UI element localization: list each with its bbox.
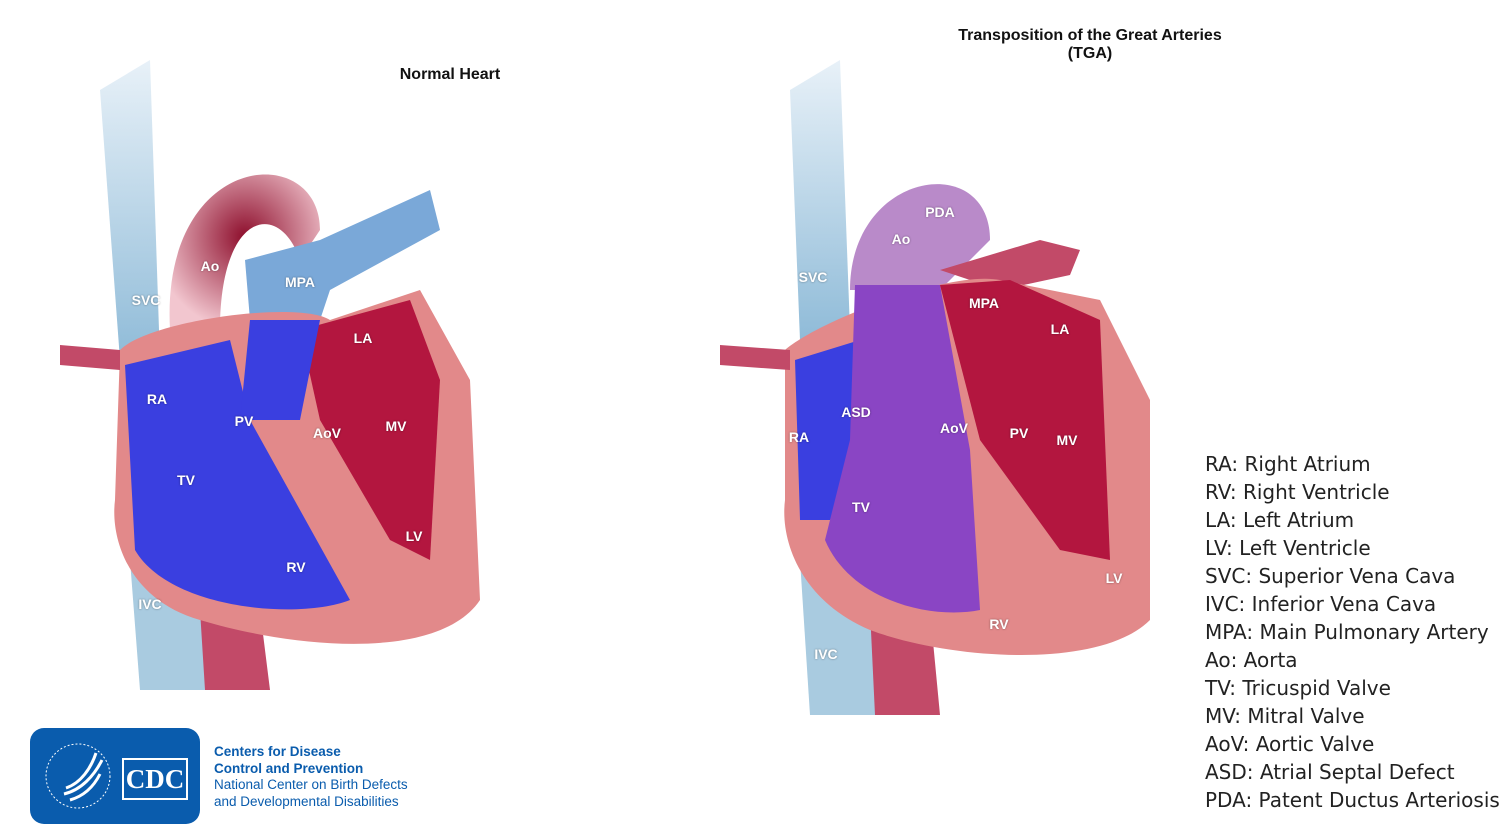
tga-title-line2: (TGA) bbox=[1067, 45, 1113, 62]
legend-item: ASD: Atrial Septal Defect bbox=[1205, 760, 1455, 784]
legend-item: PDA: Patent Ductus Arteriosis bbox=[1205, 788, 1500, 812]
legend-item: RV: Right Ventricle bbox=[1205, 480, 1390, 504]
cdc-logo: CDC bbox=[30, 728, 200, 824]
tga-label-rv: RV bbox=[989, 616, 1009, 632]
tga-label-mv: MV bbox=[1056, 432, 1078, 448]
tga-label-pv: PV bbox=[1009, 425, 1029, 441]
tga-heart-illustration bbox=[720, 60, 1150, 715]
normal-label-lv: LV bbox=[405, 528, 423, 544]
normal-label-mpa: MPA bbox=[284, 274, 316, 290]
normal-label-ra: RA bbox=[146, 391, 168, 407]
tga-heart-title: Transposition of the Great Arteries (TGA… bbox=[930, 27, 1250, 63]
tga-label-aov: AoV bbox=[940, 420, 968, 436]
legend-item: MV: Mitral Valve bbox=[1205, 704, 1365, 728]
legend-item: RA: Right Atrium bbox=[1205, 452, 1371, 476]
legend-item: LV: Left Ventricle bbox=[1205, 536, 1371, 560]
normal-label-pv: PV bbox=[234, 413, 254, 429]
tga-label-ra: RA bbox=[788, 429, 810, 445]
normal-label-ao: Ao bbox=[200, 258, 220, 274]
legend-item: MPA: Main Pulmonary Artery bbox=[1205, 620, 1489, 644]
normal-label-rv: RV bbox=[286, 559, 306, 575]
tga-label-lv: LV bbox=[1105, 570, 1123, 586]
normal-label-la: LA bbox=[353, 330, 373, 346]
org-line4: and Developmental Disabilities bbox=[214, 793, 399, 809]
normal-label-ivc: IVC bbox=[138, 596, 162, 612]
tga-label-tv: TV bbox=[852, 499, 870, 515]
legend-item: SVC: Superior Vena Cava bbox=[1205, 564, 1456, 588]
org-line1: Centers for Disease bbox=[214, 744, 341, 759]
tga-title-line1: Transposition of the Great Arteries bbox=[958, 27, 1222, 44]
normal-label-svc: SVC bbox=[131, 292, 161, 308]
tga-label-ao: Ao bbox=[891, 231, 911, 247]
normal-label-tv: TV bbox=[177, 472, 195, 488]
cdc-mark: CDC bbox=[122, 758, 188, 800]
tga-label-svc: SVC bbox=[798, 269, 828, 285]
tga-label-mpa: MPA bbox=[968, 295, 1000, 311]
org-line3: National Center on Birth Defects bbox=[214, 777, 408, 792]
tga-label-asd: ASD bbox=[841, 404, 871, 420]
cdc-organization-name: Centers for Disease Control and Preventi… bbox=[214, 744, 408, 810]
tga-label-ivc: IVC bbox=[814, 646, 838, 662]
normal-label-mv: MV bbox=[385, 418, 407, 434]
legend-item: IVC: Inferior Vena Cava bbox=[1205, 592, 1437, 616]
legend-item: Ao: Aorta bbox=[1205, 648, 1298, 672]
normal-heart-illustration bbox=[60, 60, 481, 690]
normal-heart-title: Normal Heart bbox=[399, 66, 501, 83]
abbreviation-legend: RA: Right Atrium RV: Right Ventricle LA:… bbox=[1205, 450, 1500, 814]
legend-item: LA: Left Atrium bbox=[1205, 508, 1355, 532]
normal-label-aov: AoV bbox=[313, 425, 341, 441]
legend-item: TV: Tricuspid Valve bbox=[1205, 676, 1391, 700]
org-line2: Control and Prevention bbox=[214, 760, 364, 776]
legend-item: AoV: Aortic Valve bbox=[1205, 732, 1375, 756]
hhs-eagle-icon bbox=[45, 743, 111, 809]
tga-label-pda: PDA bbox=[925, 204, 955, 220]
tga-label-la: LA bbox=[1050, 321, 1070, 337]
